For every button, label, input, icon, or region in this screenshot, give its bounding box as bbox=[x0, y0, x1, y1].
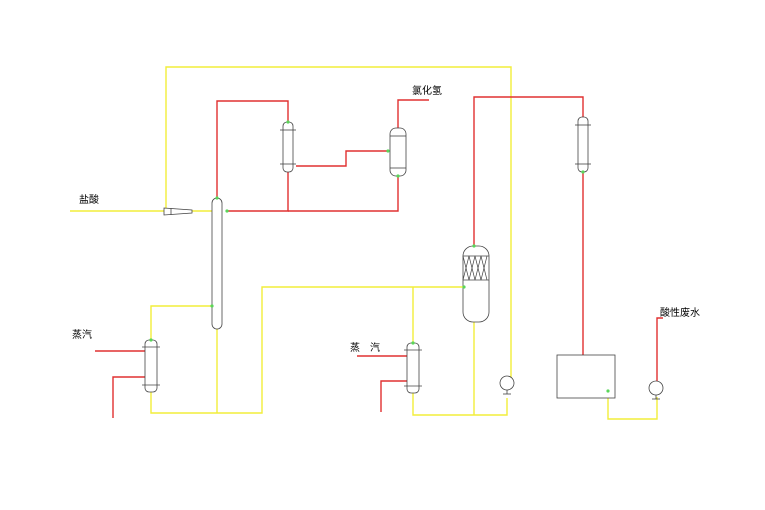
line-reboiler2-bottom bbox=[412, 393, 508, 416]
line-bottom-header bbox=[150, 286, 464, 414]
ejector-mixer bbox=[163, 207, 193, 216]
reboiler-middle bbox=[404, 342, 422, 394]
line-reboiler-mid-out bbox=[380, 380, 407, 412]
line-condenser-return bbox=[227, 172, 289, 212]
main-column bbox=[211, 197, 223, 330]
stripping-column bbox=[462, 245, 490, 323]
acid-water-tank bbox=[556, 354, 616, 399]
line-reboiler-left-out bbox=[112, 376, 145, 418]
label-steam-middle: 蒸 汽 bbox=[350, 341, 380, 354]
line-to-separator bbox=[288, 176, 399, 212]
label-acidic-wastewater: 酸性废水 bbox=[660, 306, 700, 319]
line-acid-water-out bbox=[656, 317, 663, 387]
liquid-lines bbox=[70, 66, 658, 420]
overhead-condenser-1 bbox=[280, 121, 296, 173]
line-hcl-gas-out bbox=[397, 99, 429, 128]
label-hydrogen-chloride: 氯化氢 bbox=[412, 84, 442, 97]
reboiler-left bbox=[142, 339, 160, 393]
overhead-condenser-2 bbox=[575, 116, 591, 173]
vapor-lines bbox=[95, 96, 663, 418]
gas-separator bbox=[389, 127, 407, 177]
pump-middle bbox=[499, 375, 515, 395]
connection-markers bbox=[149, 120, 610, 393]
label-hydrochloric-acid: 盐酸 bbox=[79, 193, 99, 206]
line-recycle-top bbox=[165, 66, 512, 383]
line-column-to-reboiler bbox=[150, 305, 212, 340]
line-stripper-overhead bbox=[473, 96, 584, 246]
label-steam-left: 蒸汽 bbox=[72, 328, 92, 341]
pump-wastewater bbox=[648, 380, 664, 400]
line-tank-to-pump bbox=[607, 397, 658, 420]
line-condenser-to-separator bbox=[296, 150, 388, 167]
line-column-overhead bbox=[216, 100, 289, 198]
